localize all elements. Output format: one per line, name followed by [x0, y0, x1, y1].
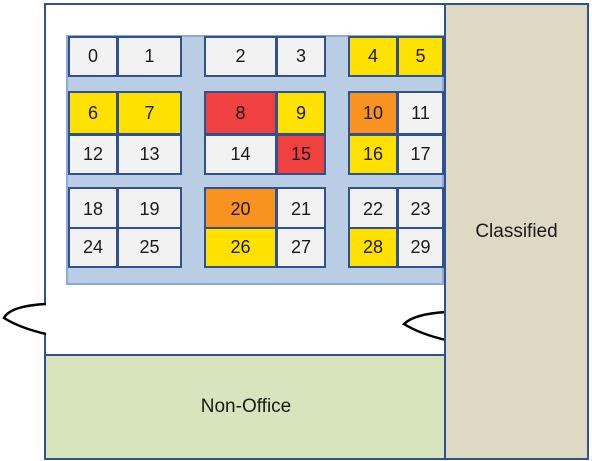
desk-2: 2 [204, 36, 277, 77]
desk-9: 9 [276, 91, 326, 135]
desk-29: 29 [397, 227, 444, 268]
classified-zone: Classified [444, 3, 589, 460]
desk-21: 21 [276, 187, 326, 231]
desk-26: 26 [204, 227, 277, 268]
desk-4: 4 [348, 36, 398, 77]
non-office-zone: Non-Office [44, 354, 446, 460]
desk-1: 1 [117, 36, 182, 77]
desk-5: 5 [397, 36, 444, 77]
desk-16: 16 [348, 134, 398, 175]
classified-label: Classified [475, 220, 558, 242]
desk-15: 15 [276, 134, 326, 175]
desk-22: 22 [348, 187, 398, 231]
desk-17: 17 [397, 134, 444, 175]
desk-11: 11 [397, 91, 444, 135]
desk-0: 0 [68, 36, 118, 77]
desk-13: 13 [117, 134, 182, 175]
desk-8: 8 [204, 91, 277, 135]
desk-24: 24 [68, 227, 118, 268]
desk-19: 19 [117, 187, 182, 231]
door-right-icon [402, 310, 447, 342]
desk-10: 10 [348, 91, 398, 135]
desk-28: 28 [348, 227, 398, 268]
desk-20: 20 [204, 187, 277, 231]
desk-23: 23 [397, 187, 444, 231]
desk-18: 18 [68, 187, 118, 231]
desk-3: 3 [276, 36, 326, 77]
non-office-label: Non-Office [200, 396, 292, 417]
desk-6: 6 [68, 91, 118, 135]
desk-27: 27 [276, 227, 326, 268]
desk-7: 7 [117, 91, 182, 135]
desk-14: 14 [204, 134, 277, 175]
desk-12: 12 [68, 134, 118, 175]
desk-25: 25 [117, 227, 182, 268]
door-left-icon [2, 302, 47, 336]
